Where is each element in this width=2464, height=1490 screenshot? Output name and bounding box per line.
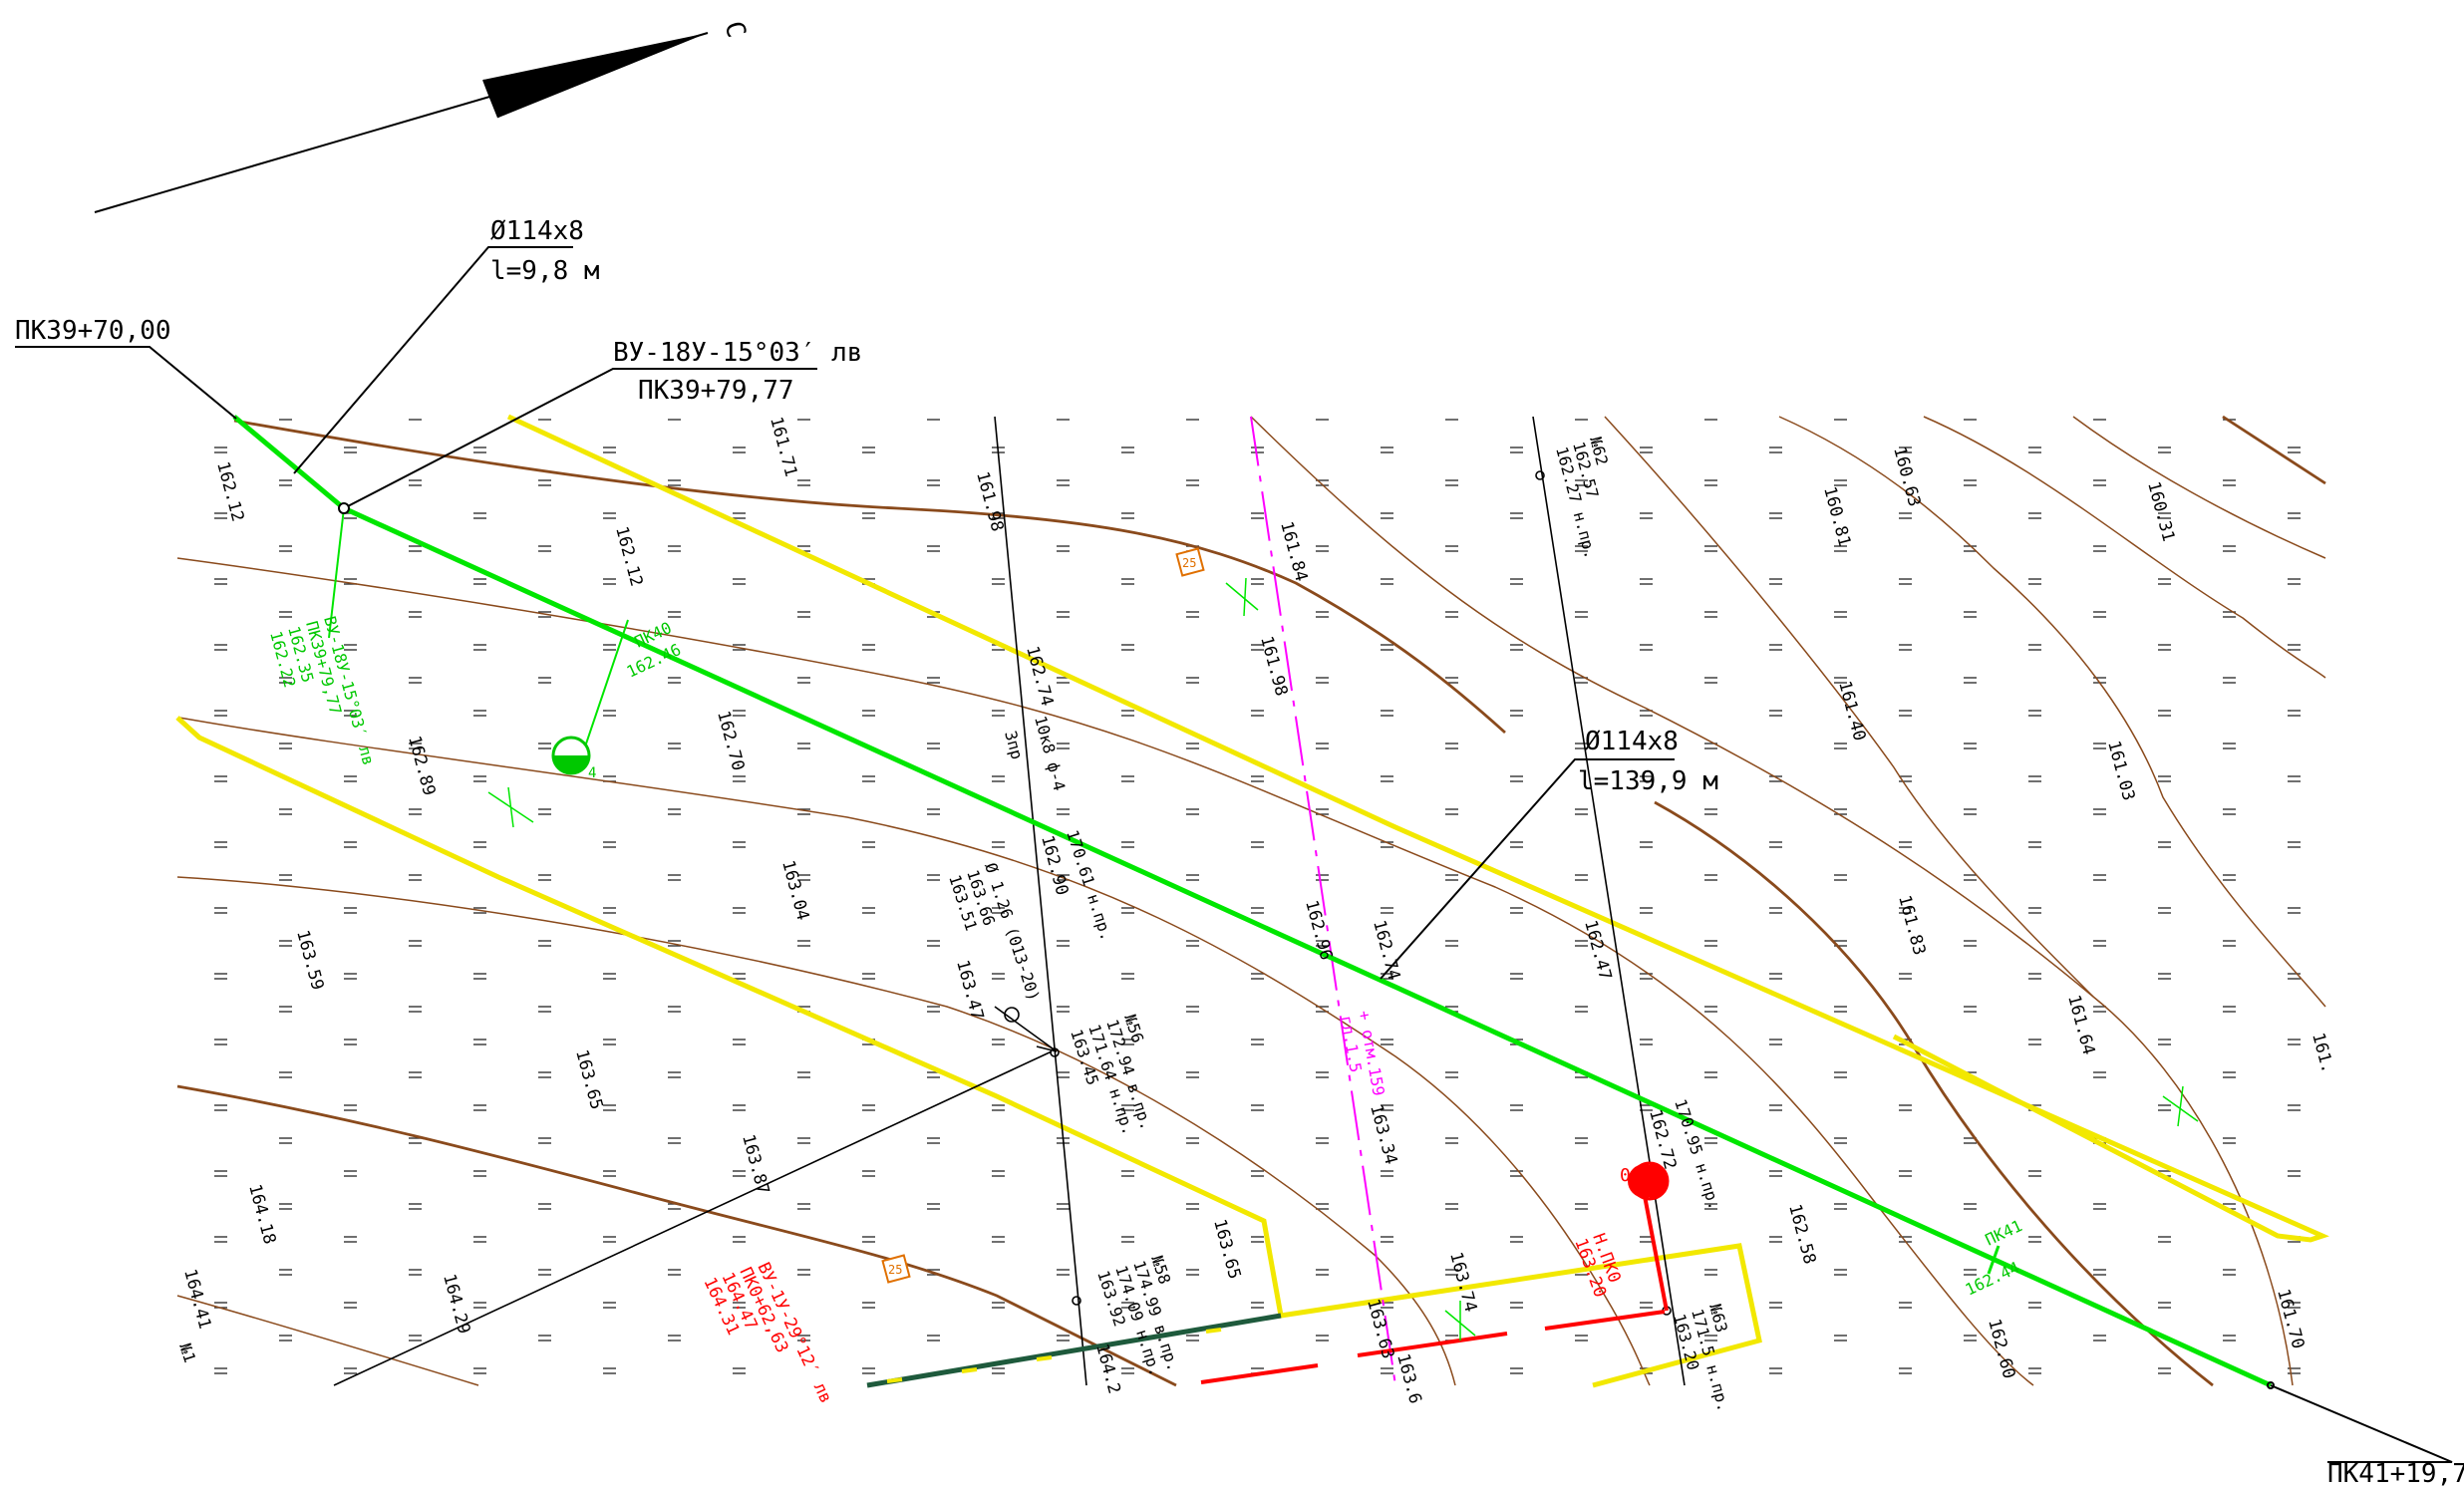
north-label: С bbox=[719, 18, 752, 41]
water-marker-2: 25 bbox=[881, 1254, 911, 1284]
bog-hatching bbox=[174, 419, 2325, 1385]
turn-angle: ВУ-18У-15°03′ лв bbox=[613, 338, 862, 368]
dark-green-line bbox=[866, 1313, 1282, 1388]
yellow-boundary bbox=[175, 414, 2329, 1388]
start-station: ПК39+70,00 bbox=[15, 316, 171, 346]
pipe1-length: l=9,8 м bbox=[490, 256, 600, 286]
water-marker-1: 25 bbox=[1175, 547, 1205, 577]
pipe2-diameter: Ø114x8 bbox=[1585, 727, 1679, 756]
red-side-label: 0 bbox=[1620, 1165, 1631, 1186]
red-well-icon: 0 bbox=[1620, 1161, 1670, 1201]
green-well-label: 4 bbox=[588, 765, 596, 781]
end-station: ПК41+19,70 bbox=[2327, 1459, 2464, 1489]
callout-leaders bbox=[15, 246, 2453, 1463]
green-well-icon: 4 bbox=[551, 736, 596, 781]
utility-lines bbox=[333, 416, 1686, 1386]
yellow-dashes bbox=[886, 1328, 1222, 1383]
svg-text:25: 25 bbox=[888, 1263, 902, 1277]
turn-station: ПК39+79,77 bbox=[638, 376, 794, 406]
red-segments bbox=[1200, 1195, 1669, 1384]
callouts: ПК39+70,00 Ø114x8 l=9,8 м ВУ-18У-15°03′ … bbox=[15, 216, 2464, 1489]
magenta-line bbox=[1250, 416, 1396, 1386]
pipe2-length: l=139,9 м bbox=[1578, 766, 1718, 796]
svg-text:25: 25 bbox=[1182, 556, 1196, 570]
pipe1-diameter: Ø114x8 bbox=[490, 216, 584, 246]
north-arrow: С bbox=[94, 18, 752, 213]
